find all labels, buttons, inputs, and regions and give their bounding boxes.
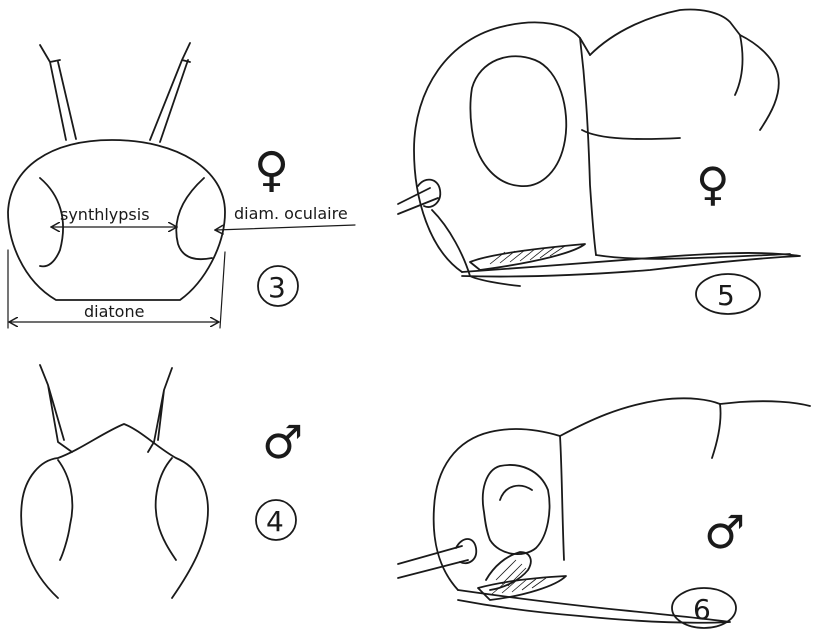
fig5-number: 5	[717, 279, 735, 312]
fig6-male-symbol: ♂	[704, 505, 745, 559]
fig4-number: 4	[266, 505, 284, 538]
fig3-right-antenna	[150, 43, 190, 142]
fig6-antenna	[398, 546, 468, 578]
figure-4-head-dorsal-male: ♂ 4	[21, 365, 303, 598]
fig4-head-outline	[21, 424, 208, 598]
fig4-left-antenna	[40, 365, 72, 452]
fig3-right-eye	[176, 178, 212, 259]
fig3-eye-diameter-label: diam. oculaire	[234, 204, 348, 223]
fig5-gena-lower	[432, 210, 520, 286]
fig6-thorax-suture	[560, 404, 721, 560]
figure-3-head-dorsal-female: synthlypsis diam. oculaire diatone ♀ 3	[8, 43, 355, 328]
fig3-left-antenna	[40, 45, 76, 140]
figure-6-head-lateral-male: ♂ 6	[398, 398, 810, 628]
fig4-left-eye	[58, 460, 72, 560]
fig6-eye	[483, 465, 550, 554]
fig3-diatone-label: diatone	[84, 302, 144, 321]
fig3-eye-diameter-arrow	[216, 225, 355, 230]
fig6-labium	[478, 576, 566, 600]
fig6-number: 6	[693, 593, 711, 626]
fig5-head-pronotum-suture	[580, 38, 596, 255]
fig4-right-antenna	[148, 368, 172, 452]
figure-5-head-lateral-female: ♀ 5	[398, 10, 800, 315]
fig5-labium	[470, 244, 585, 270]
fig5-thorax-outline	[590, 10, 779, 131]
fig5-eye	[471, 56, 567, 186]
fig6-eye-inner	[500, 486, 532, 500]
fig6-thorax-outline	[560, 398, 810, 436]
fig5-thorax-inner	[582, 35, 742, 139]
fig3-number: 3	[268, 271, 286, 304]
fig4-male-symbol: ♂	[262, 415, 303, 469]
fig4-right-eye	[156, 458, 176, 560]
fig3-diatone-right-guide	[220, 252, 225, 328]
fig6-rostrum	[458, 590, 730, 623]
fig5-female-symbol: ♀	[696, 157, 730, 211]
fig3-synthlypsis-label: synthlypsis	[60, 205, 150, 224]
fig3-female-symbol: ♀	[254, 142, 289, 198]
fig5-labium-hatching	[490, 246, 565, 264]
